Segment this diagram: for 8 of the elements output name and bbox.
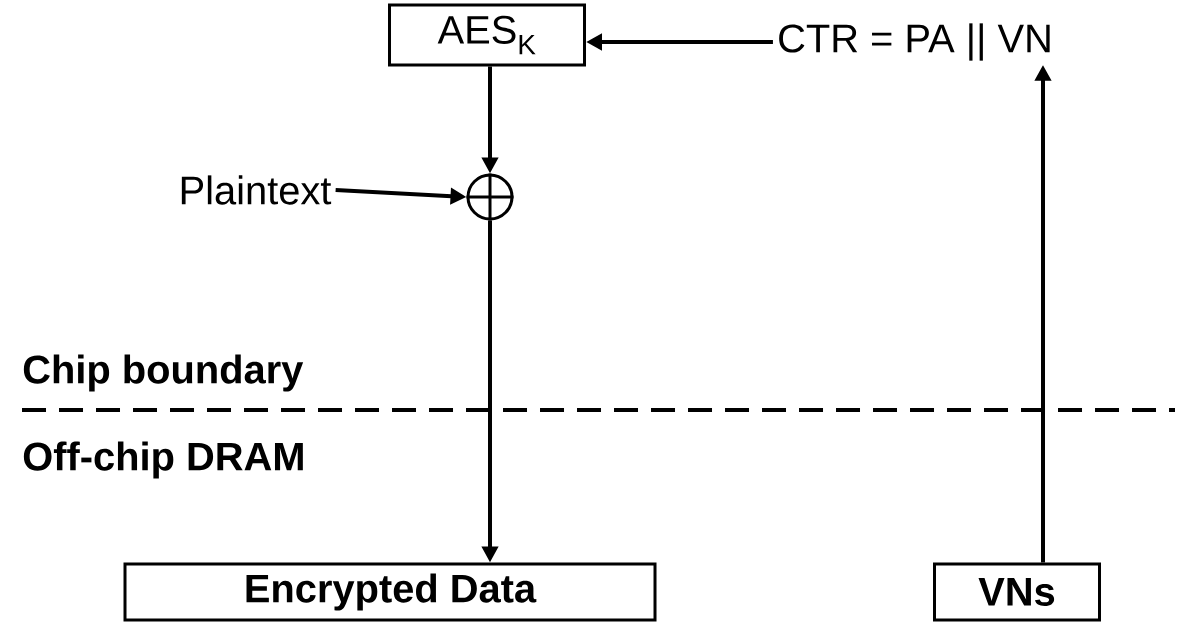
memory-box: Encrypted Data <box>123 562 657 622</box>
memory-box: VNs <box>933 562 1101 622</box>
region-label: Off-chip DRAM <box>23 441 303 479</box>
input-label: Plaintext <box>181 175 332 205</box>
xor-symbol <box>465 172 515 222</box>
counter-formula: CTR = PA || VN <box>779 23 1050 61</box>
cipher-box: AES$_{K}$ <box>388 3 586 67</box>
region-label: Chip boundary <box>23 354 304 392</box>
